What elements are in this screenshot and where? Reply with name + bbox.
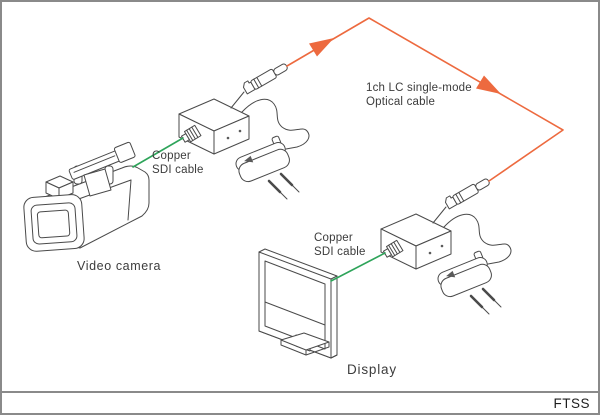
- box-side-face: [213, 115, 250, 155]
- adapter-body: [238, 148, 290, 183]
- display-monitor: [258, 248, 338, 359]
- line-art-layer: [23, 17, 564, 359]
- adapter-triangle-mark: [244, 155, 254, 163]
- converter-station: [178, 63, 310, 200]
- lens-hood: [23, 194, 85, 252]
- sdi-cable-camera: [132, 137, 184, 168]
- footer-brand: FTSS: [553, 395, 590, 411]
- connection-diagram: [23, 17, 564, 359]
- power-adapter: [235, 135, 290, 183]
- optical-arrow-up: [309, 38, 334, 57]
- camera-plate: [83, 168, 112, 197]
- viewfinder-tube: [68, 141, 136, 180]
- label-sdi-cable-top: Copper SDI cable: [152, 150, 204, 177]
- bnc-connector: [180, 124, 202, 143]
- camera-rear-edge: [127, 179, 132, 221]
- label-display: Display: [347, 362, 397, 377]
- screen-line: [264, 301, 326, 326]
- screw-dot: [226, 136, 230, 140]
- optical-arrow-down: [476, 75, 501, 94]
- converter-box: [178, 98, 250, 155]
- receiver-station: [379, 174, 513, 316]
- screw-dot: [238, 129, 242, 133]
- label-video-camera: Video camera: [77, 259, 162, 273]
- sdi-cable-display: [330, 252, 386, 282]
- footer-bar: FTSS: [2, 391, 598, 413]
- plug-prongs: [267, 172, 300, 200]
- lc-optical-connector: [230, 63, 288, 109]
- viewfinder-eyepiece: [113, 141, 136, 163]
- video-camera: [23, 141, 150, 252]
- monitor-screen: [264, 260, 326, 350]
- label-optical-cable: 1ch LC single-mode Optical cable: [366, 82, 472, 109]
- power-cable: [241, 98, 310, 150]
- label-sdi-cable-bottom: Copper SDI cable: [314, 232, 366, 259]
